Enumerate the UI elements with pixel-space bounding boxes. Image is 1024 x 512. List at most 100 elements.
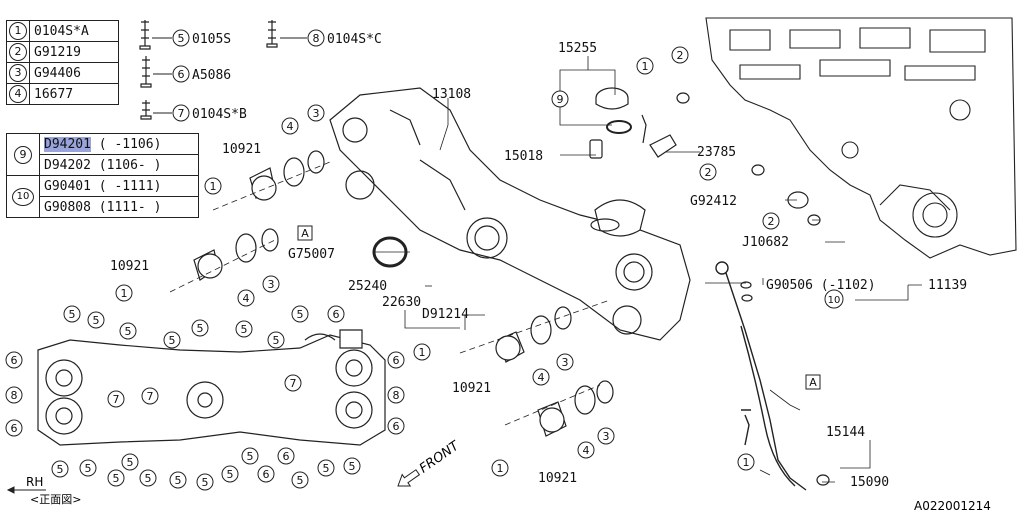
part-label[interactable]: 15144	[826, 425, 865, 440]
legend-code: G94406	[29, 62, 119, 84]
part-label[interactable]: G75007	[288, 247, 335, 262]
bolt-callout-5[interactable]: 5	[317, 459, 335, 477]
part-label[interactable]: J10682	[742, 235, 789, 250]
callout-4[interactable]: 4	[577, 441, 595, 459]
bolt-callout-5[interactable]: 5	[196, 473, 214, 491]
callout-1[interactable]: 1	[737, 453, 755, 471]
bolt-callout-5[interactable]: 5	[107, 469, 125, 487]
svg-text:2: 2	[768, 215, 775, 228]
svg-text:A: A	[809, 376, 817, 389]
part-label[interactable]: G90506 (-1102)	[766, 278, 876, 293]
bolt-callout-7[interactable]: 7	[107, 390, 125, 408]
part-label[interactable]: 15090	[850, 475, 889, 490]
part-label[interactable]: D91214	[422, 307, 469, 322]
bolt-callout-5[interactable]: 5	[291, 305, 309, 323]
callout-3[interactable]: 3	[556, 353, 574, 371]
bolt-callout-5[interactable]: 5	[121, 453, 139, 471]
bolt-callout-5[interactable]: 5	[221, 465, 239, 483]
front-cover-illustration	[37, 329, 386, 446]
svg-text:5: 5	[93, 314, 100, 327]
part-label[interactable]: 11139	[928, 278, 967, 293]
legend-range: (1111- )	[98, 199, 162, 215]
svg-text:10: 10	[828, 295, 841, 306]
svg-text:4: 4	[538, 371, 545, 384]
callout-2[interactable]: 2	[699, 163, 717, 181]
part-label[interactable]: 15255	[558, 41, 597, 56]
callout-3[interactable]: 3	[307, 104, 325, 122]
part-label[interactable]: 13108	[432, 87, 471, 102]
svg-text:4: 4	[243, 292, 250, 305]
bolt-callout-5[interactable]: 5	[119, 322, 137, 340]
bolt-ref-5[interactable]: 5	[172, 29, 190, 47]
part-label[interactable]: 23785	[697, 145, 736, 160]
part-g90401-link[interactable]: G90401	[44, 178, 91, 194]
part-label[interactable]: 22630	[382, 295, 421, 310]
bolt-callout-5[interactable]: 5	[267, 331, 285, 349]
bolt-callout-5[interactable]: 5	[79, 459, 97, 477]
legend-row: 9 D94201 ( -1106)	[6, 133, 199, 176]
drawing-number: A022001214	[914, 499, 991, 512]
bolt-callout-7[interactable]: 7	[284, 374, 302, 392]
callout-1[interactable]: 1	[636, 57, 654, 75]
bolt-callout-8[interactable]: 8	[5, 386, 23, 404]
svg-text:5: 5	[349, 460, 356, 473]
svg-text:6: 6	[11, 422, 18, 435]
svg-text:2: 2	[677, 49, 684, 62]
bolt-callout-5[interactable]: 5	[163, 331, 181, 349]
bolt-ref-8[interactable]: 8	[307, 29, 325, 47]
legend-code: 16677	[29, 83, 119, 105]
bolt-callout-6[interactable]: 6	[257, 465, 275, 483]
part-label[interactable]: 10921	[110, 259, 149, 274]
bolt-callout-5[interactable]: 5	[51, 460, 69, 478]
bolt-callout-5[interactable]: 5	[291, 471, 309, 489]
svg-text:5: 5	[323, 462, 330, 475]
svg-text:3: 3	[313, 107, 320, 120]
part-label[interactable]: 10921	[452, 381, 491, 396]
bolt-callout-5[interactable]: 5	[191, 319, 209, 337]
part-label[interactable]: G92412	[690, 194, 737, 209]
callout-2[interactable]: 2	[762, 212, 780, 230]
bolt-callout-5[interactable]: 5	[63, 305, 81, 323]
part-d94202-link[interactable]: D94202	[44, 157, 91, 173]
callout-1[interactable]: 1	[413, 343, 431, 361]
bolt-callout-7[interactable]: 7	[141, 387, 159, 405]
part-g90808-link[interactable]: G90808	[44, 199, 91, 215]
bolt-callout-6[interactable]: 6	[5, 351, 23, 369]
callout-4[interactable]: 4	[532, 368, 550, 386]
callout-10[interactable]: 10	[824, 289, 844, 309]
bolt-callout-8[interactable]: 8	[387, 386, 405, 404]
callout-3[interactable]: 3	[262, 275, 280, 293]
callout-1[interactable]: 1	[491, 459, 509, 477]
callout-3[interactable]: 3	[597, 427, 615, 445]
callout-1[interactable]: 1	[115, 284, 133, 302]
callout-4[interactable]: 4	[237, 289, 255, 307]
bolt-callout-5[interactable]: 5	[87, 311, 105, 329]
bolt-icon	[139, 20, 278, 120]
callout-9[interactable]: 9	[551, 90, 569, 108]
bolt-callout-6[interactable]: 6	[5, 419, 23, 437]
part-d94201-link[interactable]: D94201	[44, 136, 91, 152]
legend-row: G90808 (1111- )	[7, 196, 199, 218]
callout-1[interactable]: 1	[204, 177, 222, 195]
callout-4[interactable]: 4	[281, 117, 299, 135]
bolt-callout-5[interactable]: 5	[241, 447, 259, 465]
bolt-callout-6[interactable]: 6	[387, 351, 405, 369]
part-label[interactable]: 25240	[348, 279, 387, 294]
bolt-callout-6[interactable]: 96	[327, 305, 345, 323]
bolt-callout-5[interactable]: 5	[139, 469, 157, 487]
bolt-ref-7[interactable]: 7	[172, 104, 190, 122]
svg-text:6: 6	[11, 354, 18, 367]
bolt-callout-5[interactable]: 5	[235, 320, 253, 338]
bolt-callout-6[interactable]: 6	[277, 447, 295, 465]
part-label[interactable]: 10921	[222, 142, 261, 157]
svg-text:5: 5	[85, 462, 92, 475]
part-label[interactable]: 10921	[538, 471, 577, 486]
bolt-callout-5[interactable]: 5	[343, 457, 361, 475]
bolt-callout-5[interactable]: 5	[169, 471, 187, 489]
callout-2[interactable]: 2	[671, 46, 689, 64]
part-label[interactable]: 15018	[504, 149, 543, 164]
bolt-callout-6[interactable]: 6	[387, 417, 405, 435]
bolt-ref-6[interactable]: 6	[172, 65, 190, 83]
